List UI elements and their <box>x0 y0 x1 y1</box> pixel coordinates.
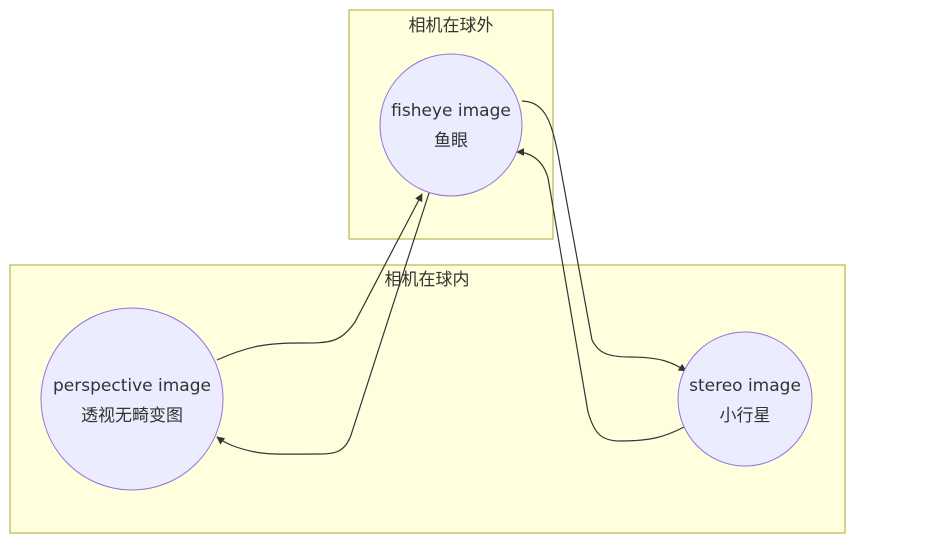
node-perspective-subtitle: 透视无畸变图 <box>81 406 183 426</box>
node-fisheye-circle[interactable] <box>379 53 523 197</box>
edge-perspective-to-fisheye <box>216 193 423 361</box>
node-fisheye[interactable]: fisheye image 鱼眼 <box>379 53 523 197</box>
edge-stereo-to-fisheye <box>516 148 685 442</box>
edge-fisheye-to-stereo <box>521 100 687 372</box>
node-perspective-circle[interactable] <box>40 307 224 491</box>
node-stereo-circle[interactable] <box>677 331 813 467</box>
node-fisheye-title: fisheye image <box>391 101 511 121</box>
node-fisheye-subtitle: 鱼眼 <box>434 131 468 151</box>
node-stereo[interactable]: stereo image 小行星 <box>677 331 813 467</box>
node-stereo-title: stereo image <box>689 376 801 396</box>
edge-fisheye-to-perspective <box>216 192 430 455</box>
edges <box>216 100 687 455</box>
cluster-inside-label: 相机在球内 <box>385 270 470 290</box>
node-perspective-title: perspective image <box>53 376 211 396</box>
node-stereo-subtitle: 小行星 <box>720 406 771 426</box>
cluster-outside-label: 相机在球外 <box>409 16 494 36</box>
node-perspective[interactable]: perspective image 透视无畸变图 <box>40 307 224 491</box>
